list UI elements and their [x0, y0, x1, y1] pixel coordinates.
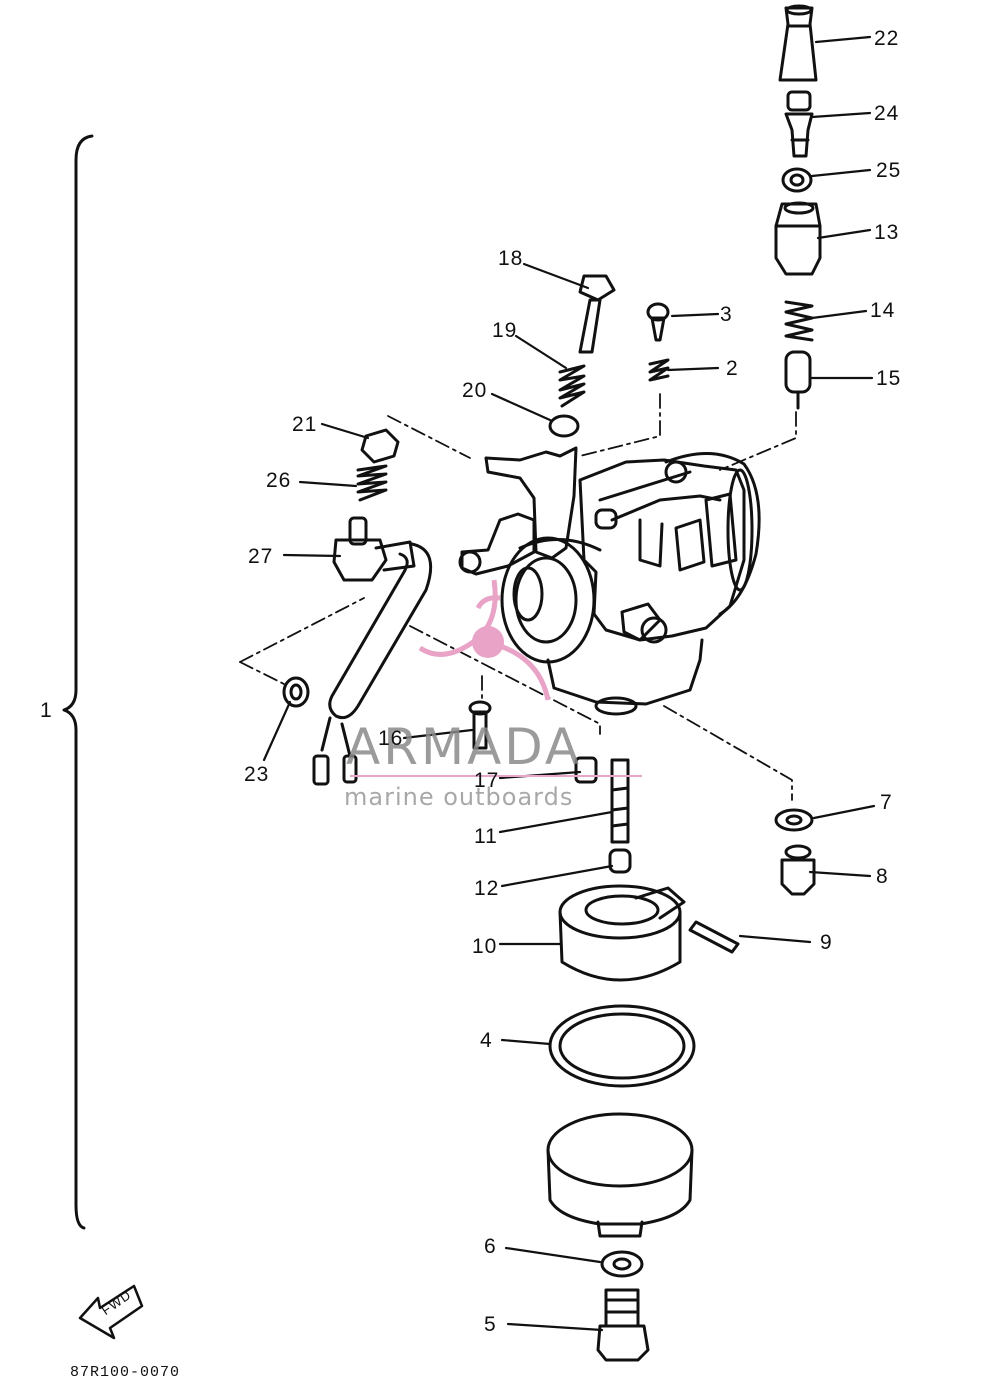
- spring-26: [356, 464, 388, 502]
- watermark-rule: [350, 775, 642, 777]
- callout-6: 6: [484, 1235, 497, 1258]
- washer-6: [600, 1250, 644, 1278]
- valve-seat-8: [780, 844, 816, 896]
- assembly-bracket: [62, 134, 94, 1230]
- callout-2: 2: [726, 357, 739, 380]
- callout-5: 5: [484, 1313, 497, 1336]
- callout-25: 25: [876, 159, 902, 182]
- callout-11: 11: [474, 825, 498, 848]
- callout-21: 21: [292, 413, 318, 436]
- fitting-27: [332, 516, 416, 582]
- cap-22: [778, 4, 818, 82]
- nozzle-11: [610, 758, 630, 844]
- callout-13: 13: [874, 221, 900, 244]
- spring-19: [558, 364, 586, 408]
- watermark-title: ARMADA: [346, 718, 583, 776]
- leader-lines: [262, 35, 876, 1332]
- watermark-subtitle: marine outboards: [344, 783, 574, 811]
- callout-8: 8: [876, 865, 889, 888]
- callout-23: 23: [244, 763, 270, 786]
- spring-14: [784, 300, 814, 342]
- callout-22: 22: [874, 27, 900, 50]
- callout-17: 17: [474, 769, 500, 792]
- spring-2: [648, 358, 670, 382]
- nut-21: [360, 428, 400, 464]
- washer-20: [548, 414, 580, 438]
- gasket-4: [548, 1004, 696, 1088]
- fwd-arrow-icon: [78, 1284, 144, 1340]
- fuel-hose: [312, 542, 433, 786]
- chamber-top-13: [774, 201, 822, 276]
- screw-16: [468, 700, 492, 750]
- callout-26: 26: [266, 469, 292, 492]
- callout-3: 3: [720, 303, 733, 326]
- carburetor-body: [458, 446, 761, 716]
- adjuster-24: [784, 90, 814, 158]
- idle-screw-18: [578, 274, 616, 354]
- armada-logo-icon: [418, 579, 551, 701]
- callout-7: 7: [880, 791, 893, 814]
- screw-3: [646, 302, 670, 342]
- jet-17: [574, 756, 598, 784]
- callout-10: 10: [472, 935, 498, 958]
- plug-23: [282, 676, 310, 708]
- callout-9: 9: [820, 931, 833, 954]
- float-10: [558, 884, 686, 982]
- nut-25: [781, 167, 813, 193]
- guide-lines: [239, 393, 797, 801]
- throttle-valve-15: [784, 350, 812, 410]
- callout-27: 27: [248, 545, 274, 568]
- callout-19: 19: [492, 319, 518, 342]
- assembly-label: 1: [40, 699, 53, 722]
- callout-14: 14: [870, 299, 896, 322]
- callout-4: 4: [480, 1029, 493, 1052]
- callout-12: 12: [474, 877, 500, 900]
- pin-9: [688, 920, 740, 954]
- callout-24: 24: [874, 102, 900, 125]
- jet-12: [608, 848, 632, 874]
- callout-20: 20: [462, 379, 488, 402]
- drawing-code: 87R100-0070: [70, 1364, 181, 1381]
- callout-15: 15: [876, 367, 902, 390]
- washer-7: [774, 808, 814, 832]
- drain-bolt-5: [596, 1288, 650, 1362]
- callout-16: 16: [378, 727, 404, 750]
- float-bowl: [546, 1112, 694, 1238]
- callout-18: 18: [498, 247, 524, 270]
